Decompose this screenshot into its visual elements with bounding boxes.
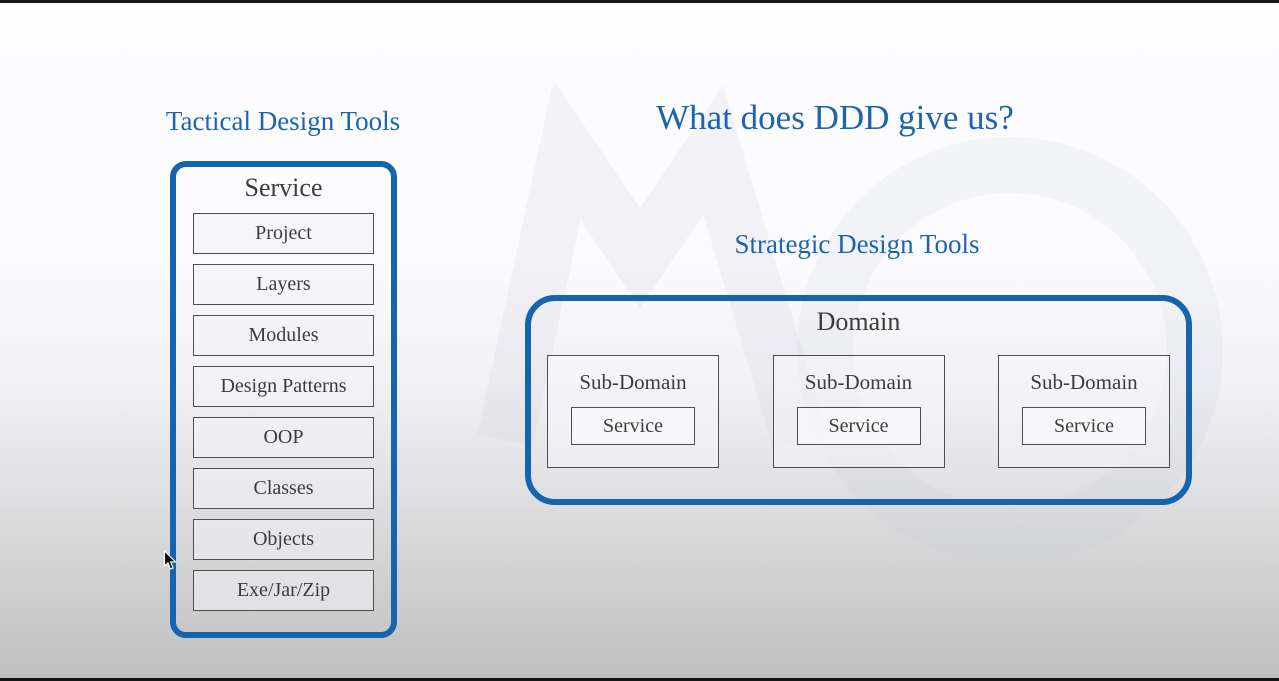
video-letterbox-bottom — [0, 678, 1279, 681]
domain-container-label: Domain — [816, 307, 901, 336]
tactical-item-layers: Layers — [193, 264, 374, 305]
subdomain-label: Sub-Domain — [804, 370, 913, 394]
slide-title: What does DDD give us? — [656, 98, 1014, 137]
subdomain-box-3: Sub-Domain Service — [998, 355, 1170, 468]
strategic-heading: Strategic Design Tools — [734, 229, 980, 259]
tactical-item-project: Project — [193, 213, 374, 254]
service-container-label: Service — [244, 173, 323, 202]
subdomain-row: Sub-Domain Service Sub-Domain Service Su… — [531, 355, 1186, 468]
subdomain-service-box: Service — [1022, 407, 1146, 445]
tactical-item-objects: Objects — [193, 519, 374, 560]
tactical-item-design-patterns: Design Patterns — [193, 366, 374, 407]
tactical-item-classes: Classes — [193, 468, 374, 509]
tactical-heading: Tactical Design Tools — [165, 106, 401, 136]
subdomain-label: Sub-Domain — [579, 370, 687, 394]
subdomain-service-box: Service — [796, 407, 921, 445]
strategic-domain-container: Domain Sub-Domain Service Sub-Domain Ser… — [525, 295, 1192, 505]
tactical-item-modules: Modules — [193, 315, 374, 356]
tactical-service-container: Service Project Layers Modules Design Pa… — [170, 161, 397, 638]
subdomain-box-1: Sub-Domain Service — [547, 355, 719, 468]
tactical-item-list: Project Layers Modules Design Patterns O… — [176, 203, 391, 611]
mouse-cursor-icon — [163, 550, 177, 570]
tactical-item-oop: OOP — [193, 417, 374, 458]
video-letterbox-top — [0, 0, 1279, 3]
subdomain-label: Sub-Domain — [1030, 370, 1138, 394]
tactical-item-exe-jar-zip: Exe/Jar/Zip — [193, 570, 374, 611]
subdomain-service-box: Service — [571, 407, 695, 445]
subdomain-box-2: Sub-Domain Service — [772, 355, 945, 468]
